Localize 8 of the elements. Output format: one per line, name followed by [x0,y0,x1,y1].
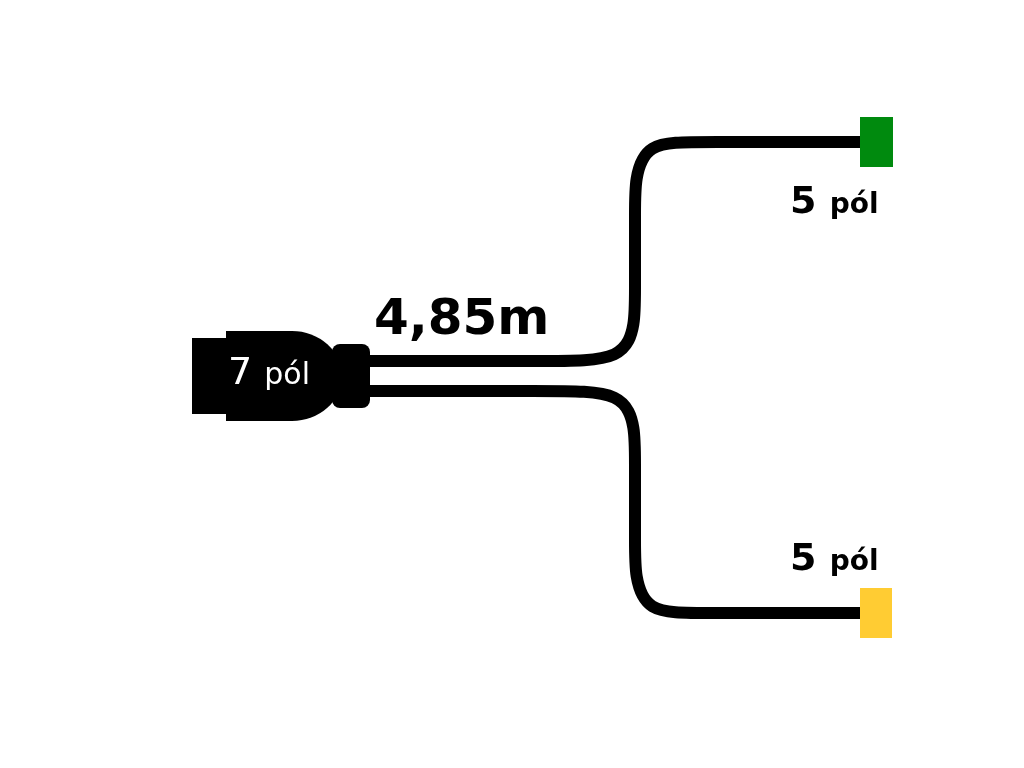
cable [370,136,860,367]
length-label: 4,85m [374,288,550,346]
connector-label: 7 pól [228,349,310,393]
socket-connector [860,117,893,167]
socket-connector [860,588,892,638]
connector-label: 5 pól [790,535,879,579]
connector-label: 5 pól [790,178,879,222]
cable [370,385,860,619]
